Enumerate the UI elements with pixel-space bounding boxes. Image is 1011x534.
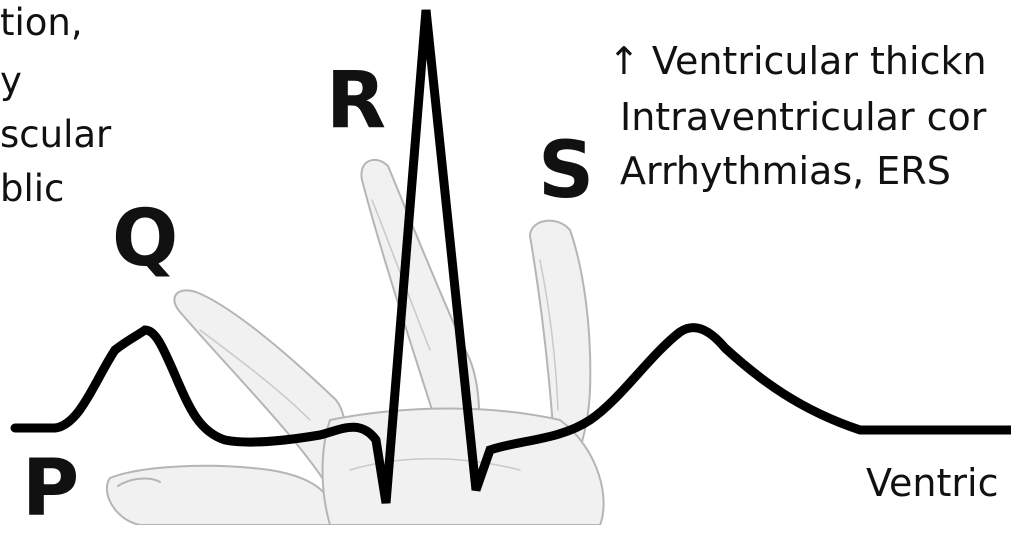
hand-index-finger bbox=[174, 290, 346, 490]
right-text-line-1: ↑ Ventricular thickn bbox=[608, 42, 987, 80]
left-text-line-4: blic bbox=[0, 170, 64, 207]
left-text-line-2: y bbox=[0, 62, 22, 99]
label-p: P bbox=[22, 450, 79, 528]
right-text-line-3: Arrhythmias, ERS bbox=[620, 152, 951, 190]
left-text-line-1: tion, bbox=[0, 4, 83, 41]
bottom-right-text-line-1: Ventric bbox=[866, 464, 998, 502]
label-q: Q bbox=[112, 200, 178, 278]
hand-thumb bbox=[107, 466, 333, 525]
left-text-line-3: scular bbox=[0, 116, 111, 153]
hand-illustration bbox=[107, 160, 604, 525]
label-s: S bbox=[538, 132, 594, 210]
right-text-line-2: Intraventricular cor bbox=[620, 98, 986, 136]
label-r: R bbox=[326, 62, 386, 140]
